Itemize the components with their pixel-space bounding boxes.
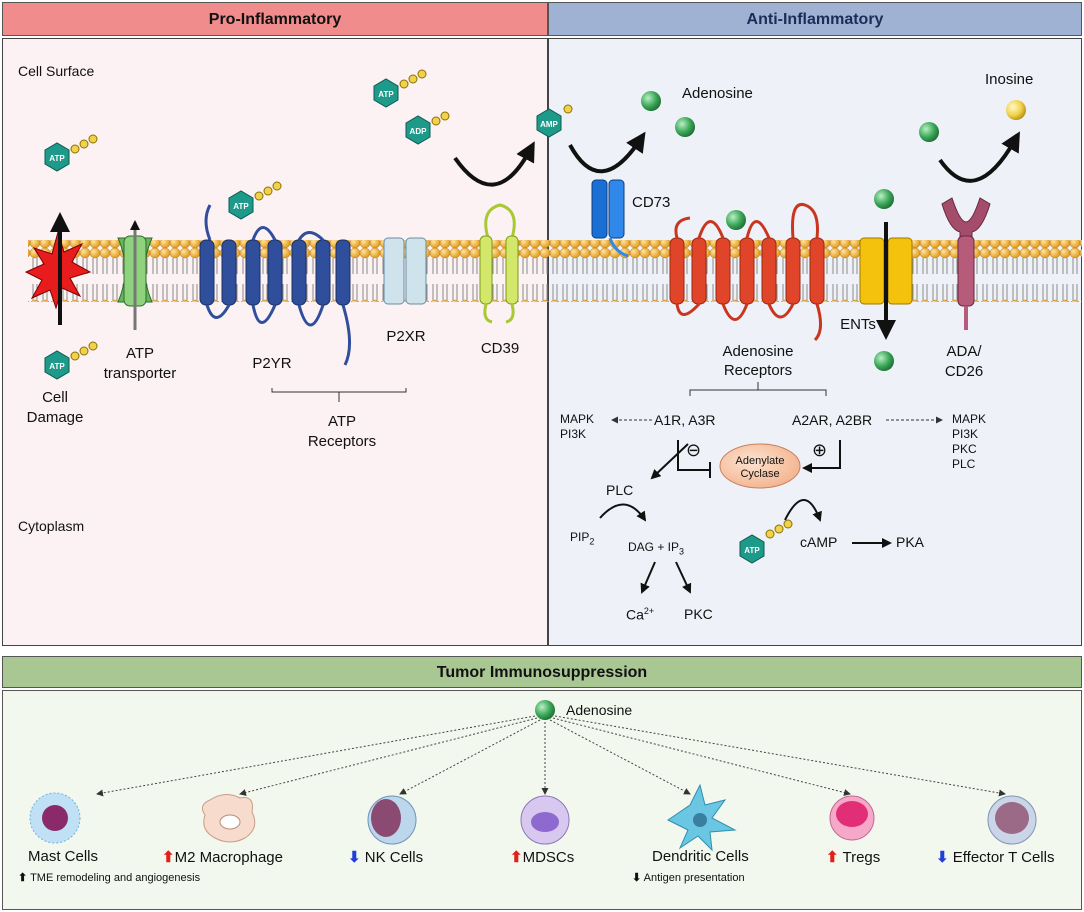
mdsc-icon <box>520 795 570 845</box>
cell-membrane <box>28 240 1082 302</box>
atp-molecule-icon: ATP <box>44 341 98 380</box>
effector-t-cells-label: ⬇ Effector T Cells <box>936 849 1055 866</box>
p2xr-label: P2XR <box>386 328 426 345</box>
a1r-plc-arrow <box>650 443 689 480</box>
dendritic-cells-note: ⬇ Antigen presentation <box>632 872 745 884</box>
camp-label: cAMP <box>800 534 838 550</box>
pro-inflammatory-header: Pro-Inflammatory <box>2 2 548 36</box>
atp-molecule-icon: ATP <box>739 519 793 564</box>
m2-macrophage-label: ⬆M2 Macrophage <box>162 849 283 866</box>
svg-text:ATP: ATP <box>49 362 65 371</box>
pka-label: PKA <box>896 534 925 550</box>
adenosine-effect-arrows <box>96 715 1006 797</box>
cd73-conversion-arrow <box>568 131 646 174</box>
adenosine-sphere-icon <box>919 122 939 142</box>
mast-cells-label: Mast Cells <box>28 848 99 865</box>
adenosine-label: Adenosine <box>682 85 753 102</box>
cd73-label: CD73 <box>632 194 671 211</box>
stimulation-plus-icon: ⊕ <box>812 440 828 460</box>
svg-text:ATP: ATP <box>49 154 65 163</box>
nk-cells-label: ⬇ NK Cells <box>348 849 424 866</box>
adenosine-sphere-icon <box>874 351 894 371</box>
a2ar-stimulate-ac <box>802 440 841 473</box>
dag-ip3-label: DAG + IP3 <box>628 540 685 557</box>
atp-molecule-icon: ATP <box>373 69 427 108</box>
svg-text:ATP: ATP <box>378 90 394 99</box>
adenosine-sphere-icon <box>726 210 746 230</box>
mast-cell-icon <box>29 792 81 844</box>
adenosine-sphere-icon <box>675 117 695 137</box>
dendritic-cell-icon <box>667 783 737 852</box>
tregs-label: ⬆ Tregs <box>826 849 881 866</box>
dag-ca-arrow <box>640 561 656 594</box>
adenosine-receptors-bracket <box>689 382 827 396</box>
a1r-inhibit-ac <box>677 440 711 478</box>
svg-text:ATP: ATP <box>233 202 249 211</box>
calcium-label: Ca2+ <box>626 606 655 623</box>
inosine-sphere-icon <box>1006 100 1026 120</box>
adenosine-receptor-icon <box>669 202 825 342</box>
ents-transporter-icon <box>859 222 913 340</box>
adenosine-sphere-icon <box>641 91 661 111</box>
tumor-adenosine-label: Adenosine <box>566 702 633 718</box>
pip2-label: PIP2 <box>570 530 595 547</box>
tumor-immunosuppression-header: Tumor Immunosuppression <box>2 656 1082 688</box>
mast-cells-note: ⬆ TME remodeling and angiogenesis <box>18 872 201 884</box>
ada-cd26-enzyme-icon <box>941 197 991 330</box>
cd39-conversion-arrow <box>453 141 535 187</box>
dag-pkc-arrow <box>675 561 692 594</box>
atp-receptors-bracket <box>271 388 407 402</box>
ada-cd26-label: ADA/CD26 <box>944 343 984 380</box>
svg-text:AMP: AMP <box>540 120 558 129</box>
atp-transporter-icon <box>117 220 153 330</box>
adenylate-cyclase-icon <box>719 443 801 489</box>
adenosine-sphere-icon <box>874 189 894 209</box>
svg-text:ATP: ATP <box>744 546 760 555</box>
svg-text:ADP: ADP <box>410 127 428 136</box>
p2yr-label: P2YR <box>252 355 292 372</box>
cd73-enzyme-icon <box>591 179 629 258</box>
dendritic-cells-label: Dendritic Cells <box>652 848 749 865</box>
cell-surface-label: Cell Surface <box>18 63 95 79</box>
adenosine-source-sphere-icon <box>535 700 555 720</box>
atp-molecule-icon: ATP <box>44 134 98 172</box>
ada-conversion-arrow <box>938 131 1020 183</box>
ents-label: ENTs <box>840 316 876 333</box>
inhibition-minus-icon: ⊖ <box>686 440 702 460</box>
plc-label: PLC <box>606 482 634 498</box>
pkc-label: PKC <box>684 606 713 622</box>
effector-t-cell-icon <box>987 795 1037 845</box>
cd39-enzyme-icon <box>479 203 519 324</box>
p2xr-channel-icon <box>383 237 427 305</box>
m2-macrophage-icon <box>201 794 256 843</box>
p2yr-receptor-icon <box>199 204 351 366</box>
cd39-label: CD39 <box>480 340 520 357</box>
cytoplasm-label: Cytoplasm <box>18 518 85 534</box>
a1r-a3r-label: A1R, A3R <box>654 412 716 428</box>
atp-molecule-icon: ATP <box>228 181 282 220</box>
nk-cell-icon <box>367 795 417 845</box>
a2ar-a2br-label: A2AR, A2BR <box>792 412 873 428</box>
cell-damage-burst-icon <box>24 212 92 325</box>
anti-inflammatory-header: Anti-Inflammatory <box>548 2 1082 36</box>
treg-icon <box>829 795 875 841</box>
adp-molecule-icon: ADP <box>405 111 450 145</box>
amp-molecule-icon: AMP <box>536 104 573 138</box>
mdscs-label: ⬆MDSCs <box>510 849 575 866</box>
plc-pip2-arrow <box>599 503 647 522</box>
inosine-label: Inosine <box>985 71 1034 88</box>
atp-camp-arrow <box>784 499 822 522</box>
